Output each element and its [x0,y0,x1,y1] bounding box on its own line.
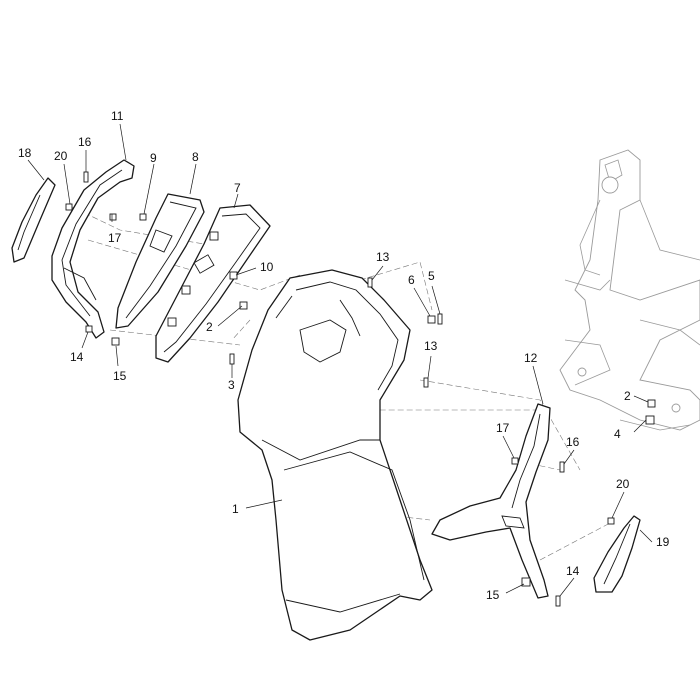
callout-14-right: 14 [566,564,580,578]
callout-8: 8 [192,150,199,164]
callout-15-right: 15 [486,588,500,602]
callout-2-left: 2 [206,320,213,334]
callout-19: 19 [656,535,670,549]
clip-15-right [521,577,531,587]
part-1-front-shield [237,269,433,641]
part-18-side-cover [11,177,56,263]
clip-14-left [85,325,93,333]
callout-7: 7 [234,181,241,195]
callout-4: 4 [614,427,621,441]
callout-16-left: 16 [78,135,92,149]
callout-labels: 18 20 16 11 9 8 7 17 10 2 14 15 3 13 6 5… [18,109,670,602]
callout-5: 5 [428,269,435,283]
frame-ghost [559,149,700,431]
nut-10 [229,271,238,280]
part-8-inner-panel [115,193,205,329]
nut-6 [427,315,436,324]
part-12-right-trim [431,403,551,599]
callout-3: 3 [228,378,235,392]
callout-13-mid: 13 [424,339,438,353]
screw-14-right [555,595,561,607]
callout-17-right: 17 [496,421,510,435]
screw-13-mid [423,377,429,388]
screw-16-left [83,171,89,183]
clip-4-right [645,415,655,425]
callout-20-right: 20 [616,477,630,491]
callout-12: 12 [524,351,538,365]
callout-9: 9 [150,151,157,165]
part-11-left-trim [51,159,135,339]
clip-20-right [607,517,615,525]
clip-17-left [109,213,117,221]
screw-3 [229,353,235,365]
screw-5 [437,313,443,325]
callout-2-right: 2 [624,389,631,403]
callout-10: 10 [260,260,274,274]
callout-11: 11 [111,109,124,123]
callout-15-left: 15 [113,369,127,383]
callout-18: 18 [18,146,32,160]
callout-6: 6 [408,273,415,287]
clip-17-right [511,457,519,465]
clip-20-left [65,203,73,211]
callout-16-right: 16 [566,435,580,449]
callout-1: 1 [232,502,239,516]
clip-9 [139,213,147,221]
nut-2-right [647,399,656,408]
part-7-grille-panel [155,204,271,363]
part-19-side-cover [593,515,641,593]
callout-17-left: 17 [108,231,122,245]
screw-13-top [367,277,373,288]
callout-20-left: 20 [54,149,68,163]
nut-2-left [239,301,248,310]
leader-lines [27,123,653,597]
clip-15-left [111,337,120,346]
callout-14-left: 14 [70,350,84,364]
callout-13-top: 13 [376,250,390,264]
screw-16-right [559,461,565,473]
